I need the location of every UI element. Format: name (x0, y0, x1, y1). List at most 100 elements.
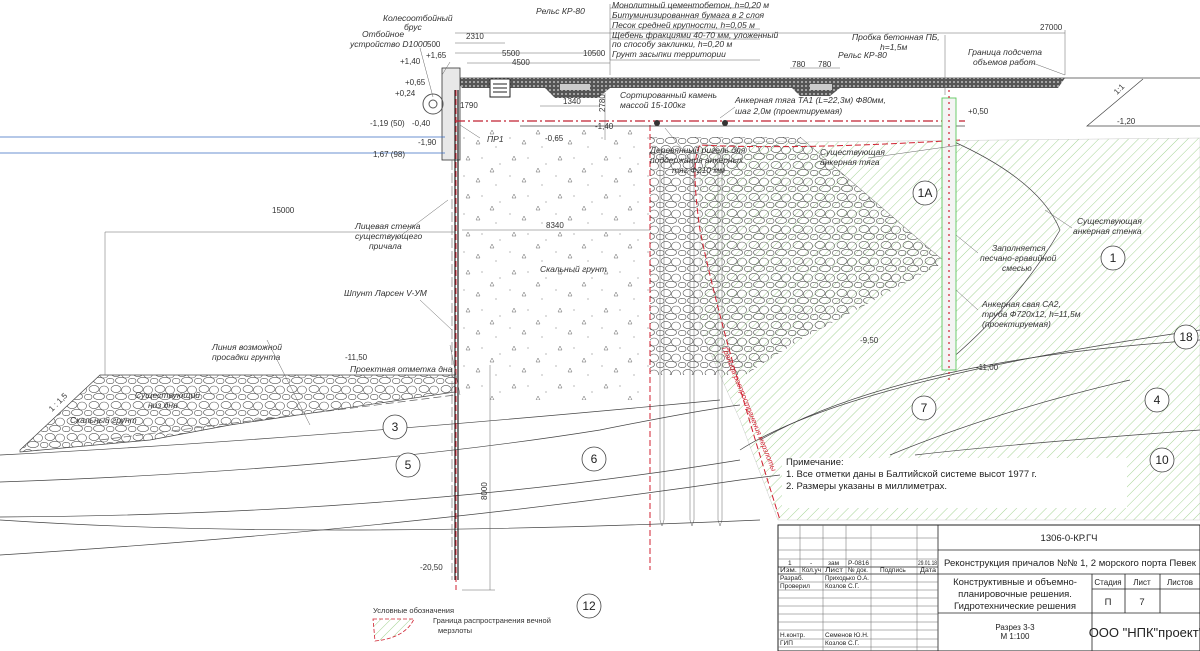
label-pr1: ПР1 (487, 134, 504, 144)
svg-text:-1,90: -1,90 (418, 138, 437, 147)
svg-text:29.01.18: 29.01.18 (918, 560, 937, 567)
sheet-value: 7 (1139, 597, 1144, 608)
svg-text:-0,40: -0,40 (412, 119, 431, 128)
label-existing-bottom: Существующий (135, 390, 200, 400)
svg-text:Щебень фракциями 40-70 мм, уло: Щебень фракциями 40-70 мм, уложенный (612, 30, 778, 40)
svg-text:шаг 2,0м (проектируемая): шаг 2,0м (проектируемая) (735, 106, 842, 116)
label-rail-1: Рельс КР-80 (536, 6, 585, 16)
svg-text:массой 15-100кг: массой 15-100кг (620, 100, 686, 110)
svg-text:1. Все отметки даны в Балтийск: 1. Все отметки даны в Балтийской системе… (786, 469, 1037, 480)
elevation-marks: +1,40 +1,65 +0,65 +0,24 -1,19 (50) -0,40… (47, 51, 1136, 572)
svg-text:Примечание:: Примечание: (786, 457, 844, 468)
svg-text:780: 780 (792, 60, 806, 69)
backfill-zone (462, 130, 650, 400)
svg-text:№ док.: № док. (848, 567, 868, 574)
svg-text:М 1:100: М 1:100 (1001, 632, 1030, 641)
svg-text:Конструктивные и объемно-: Конструктивные и объемно- (953, 577, 1077, 588)
svg-text:1,67 (98): 1,67 (98) (373, 150, 405, 159)
svg-text:5500: 5500 (502, 49, 520, 58)
svg-text:труба Ф720х12, h=11,5м: труба Ф720х12, h=11,5м (982, 309, 1081, 319)
svg-text:зам: зам (828, 560, 840, 567)
svg-text:мерзлоты: мерзлоты (438, 626, 472, 635)
quay-wall (441, 67, 461, 161)
soil-layer-10: 10 (1149, 447, 1175, 473)
svg-text:брус: брус (404, 22, 422, 32)
svg-text:1790: 1790 (460, 101, 478, 110)
pavement-layers-legend: Монолитный цементобетон, h=0,20 м Битуми… (609, 0, 778, 61)
label-anchor-pile: Анкерная свая СА2, (981, 299, 1061, 309)
soil-layer-5: 5 (395, 452, 421, 478)
svg-text:смесью: смесью (1002, 263, 1032, 273)
svg-text:1: 1 (788, 560, 792, 567)
svg-text:низ дна: низ дна (148, 400, 178, 410)
label-concrete-plug: Пробка бетонная ПБ, (852, 32, 940, 42)
pavement (455, 78, 1065, 98)
svg-text:устройство D1000: устройство D1000 (349, 39, 428, 49)
larssen-sheet-pile (454, 90, 459, 580)
label-subsidence-line: Линия возможной (211, 342, 282, 352)
svg-text:-1,20: -1,20 (1117, 117, 1136, 126)
svg-text:Разрез 3-3: Разрез 3-3 (995, 623, 1035, 632)
svg-text:Кол.уч: Кол.уч (802, 567, 821, 574)
svg-text:+1,65: +1,65 (426, 51, 447, 60)
soil-layer-18: 18 (1173, 324, 1199, 350)
svg-text:+0,65: +0,65 (405, 78, 426, 87)
permafrost-boundary (694, 139, 961, 521)
svg-text:анкерная стенка: анкерная стенка (1073, 226, 1142, 236)
svg-text:анкерная тяга: анкерная тяга (820, 157, 880, 167)
svg-text:Дата: Дата (920, 567, 936, 574)
svg-text:8000: 8000 (480, 482, 489, 500)
project-title: Реконструкция причалов №№ 1, 2 морского … (944, 558, 1197, 569)
label-rock-soil-2: Скальный грунт (70, 415, 137, 425)
svg-text:Козлов С.Г.: Козлов С.Г. (825, 640, 859, 647)
svg-text:планировочные решения.: планировочные решения. (958, 589, 1072, 600)
label-existing-anchor-wall: Существующая (1077, 216, 1142, 226)
svg-text:-9,50: -9,50 (860, 336, 879, 345)
company-name: ООО "НПК"проект" (1089, 625, 1200, 640)
label-works-boundary: Граница подсчета (968, 47, 1042, 57)
svg-text:12: 12 (582, 599, 596, 613)
svg-text:+1,40: +1,40 (400, 57, 421, 66)
svg-text:объемов работ: объемов работ (973, 57, 1036, 67)
svg-text:10: 10 (1155, 453, 1169, 467)
svg-text:Листов: Листов (1167, 578, 1193, 587)
label-front-wall: Лицевая стенка (354, 221, 421, 231)
svg-text:7: 7 (921, 401, 928, 415)
svg-text:Лист: Лист (825, 567, 843, 574)
soil-layer-markers: 1А 1 18 4 10 7 3 5 6 12 (382, 180, 1199, 619)
svg-text:(проектируемая): (проектируемая) (982, 319, 1051, 329)
svg-text:Гидротехнические решения: Гидротехнические решения (954, 601, 1076, 612)
soil-layer-3: 3 (382, 414, 408, 440)
soil-layer-1a: 1А (912, 180, 938, 206)
svg-text:просадки грунта: просадки грунта (212, 352, 280, 362)
svg-text:780: 780 (818, 60, 832, 69)
svg-text:-: - (810, 560, 812, 567)
svg-text:Битуминизированная бумага в 2: Битуминизированная бумага в 2 слоя (612, 10, 765, 20)
soil-boundaries (0, 139, 1200, 556)
svg-text:500: 500 (427, 40, 441, 49)
svg-text:1: 1 (1110, 251, 1117, 265)
soil-layer-4: 4 (1144, 387, 1170, 413)
svg-text:Грунт засыпки территории: Грунт засыпки территории (612, 49, 726, 59)
label-larssen-pile: Шпунт Ларсен V-УМ (344, 288, 428, 298)
svg-text:Песок средней крупности, h=0,0: Песок средней крупности, h=0,05 м (612, 20, 755, 30)
svg-text:существующего: существующего (355, 231, 422, 241)
svg-text:причала: причала (369, 241, 402, 251)
label-anchor-rod: Анкерная тяга ТА1 (L=22,3м) Ф80мм, (734, 95, 886, 105)
legend: Условные обозначения Граница распростран… (372, 606, 551, 642)
svg-text:Граница распространения вечной: Граница распространения вечной (433, 616, 551, 625)
svg-text:тяг Ф210 мм: тяг Ф210 мм (672, 165, 725, 175)
svg-text:15000: 15000 (272, 206, 295, 215)
water-levels (0, 136, 445, 154)
svg-text:4500: 4500 (512, 58, 530, 67)
label-existing-anchor-rod: Существующая (820, 147, 885, 157)
soil-layer-12: 12 (576, 593, 602, 619)
soil-layer-6: 6 (581, 446, 607, 472)
rock-berm (19, 374, 456, 453)
svg-text:Изм.: Изм. (780, 567, 797, 574)
svg-text:Семенов Ю.Н.: Семенов Ю.Н. (825, 632, 869, 639)
svg-text:песчано-гравийной: песчано-гравийной (980, 253, 1057, 263)
svg-text:18: 18 (1179, 330, 1193, 344)
svg-text:по способу заклинки, h=0,20 м: по способу заклинки, h=0,20 м (612, 39, 732, 49)
label-sorted-stone: Сортированный камень (620, 90, 717, 100)
